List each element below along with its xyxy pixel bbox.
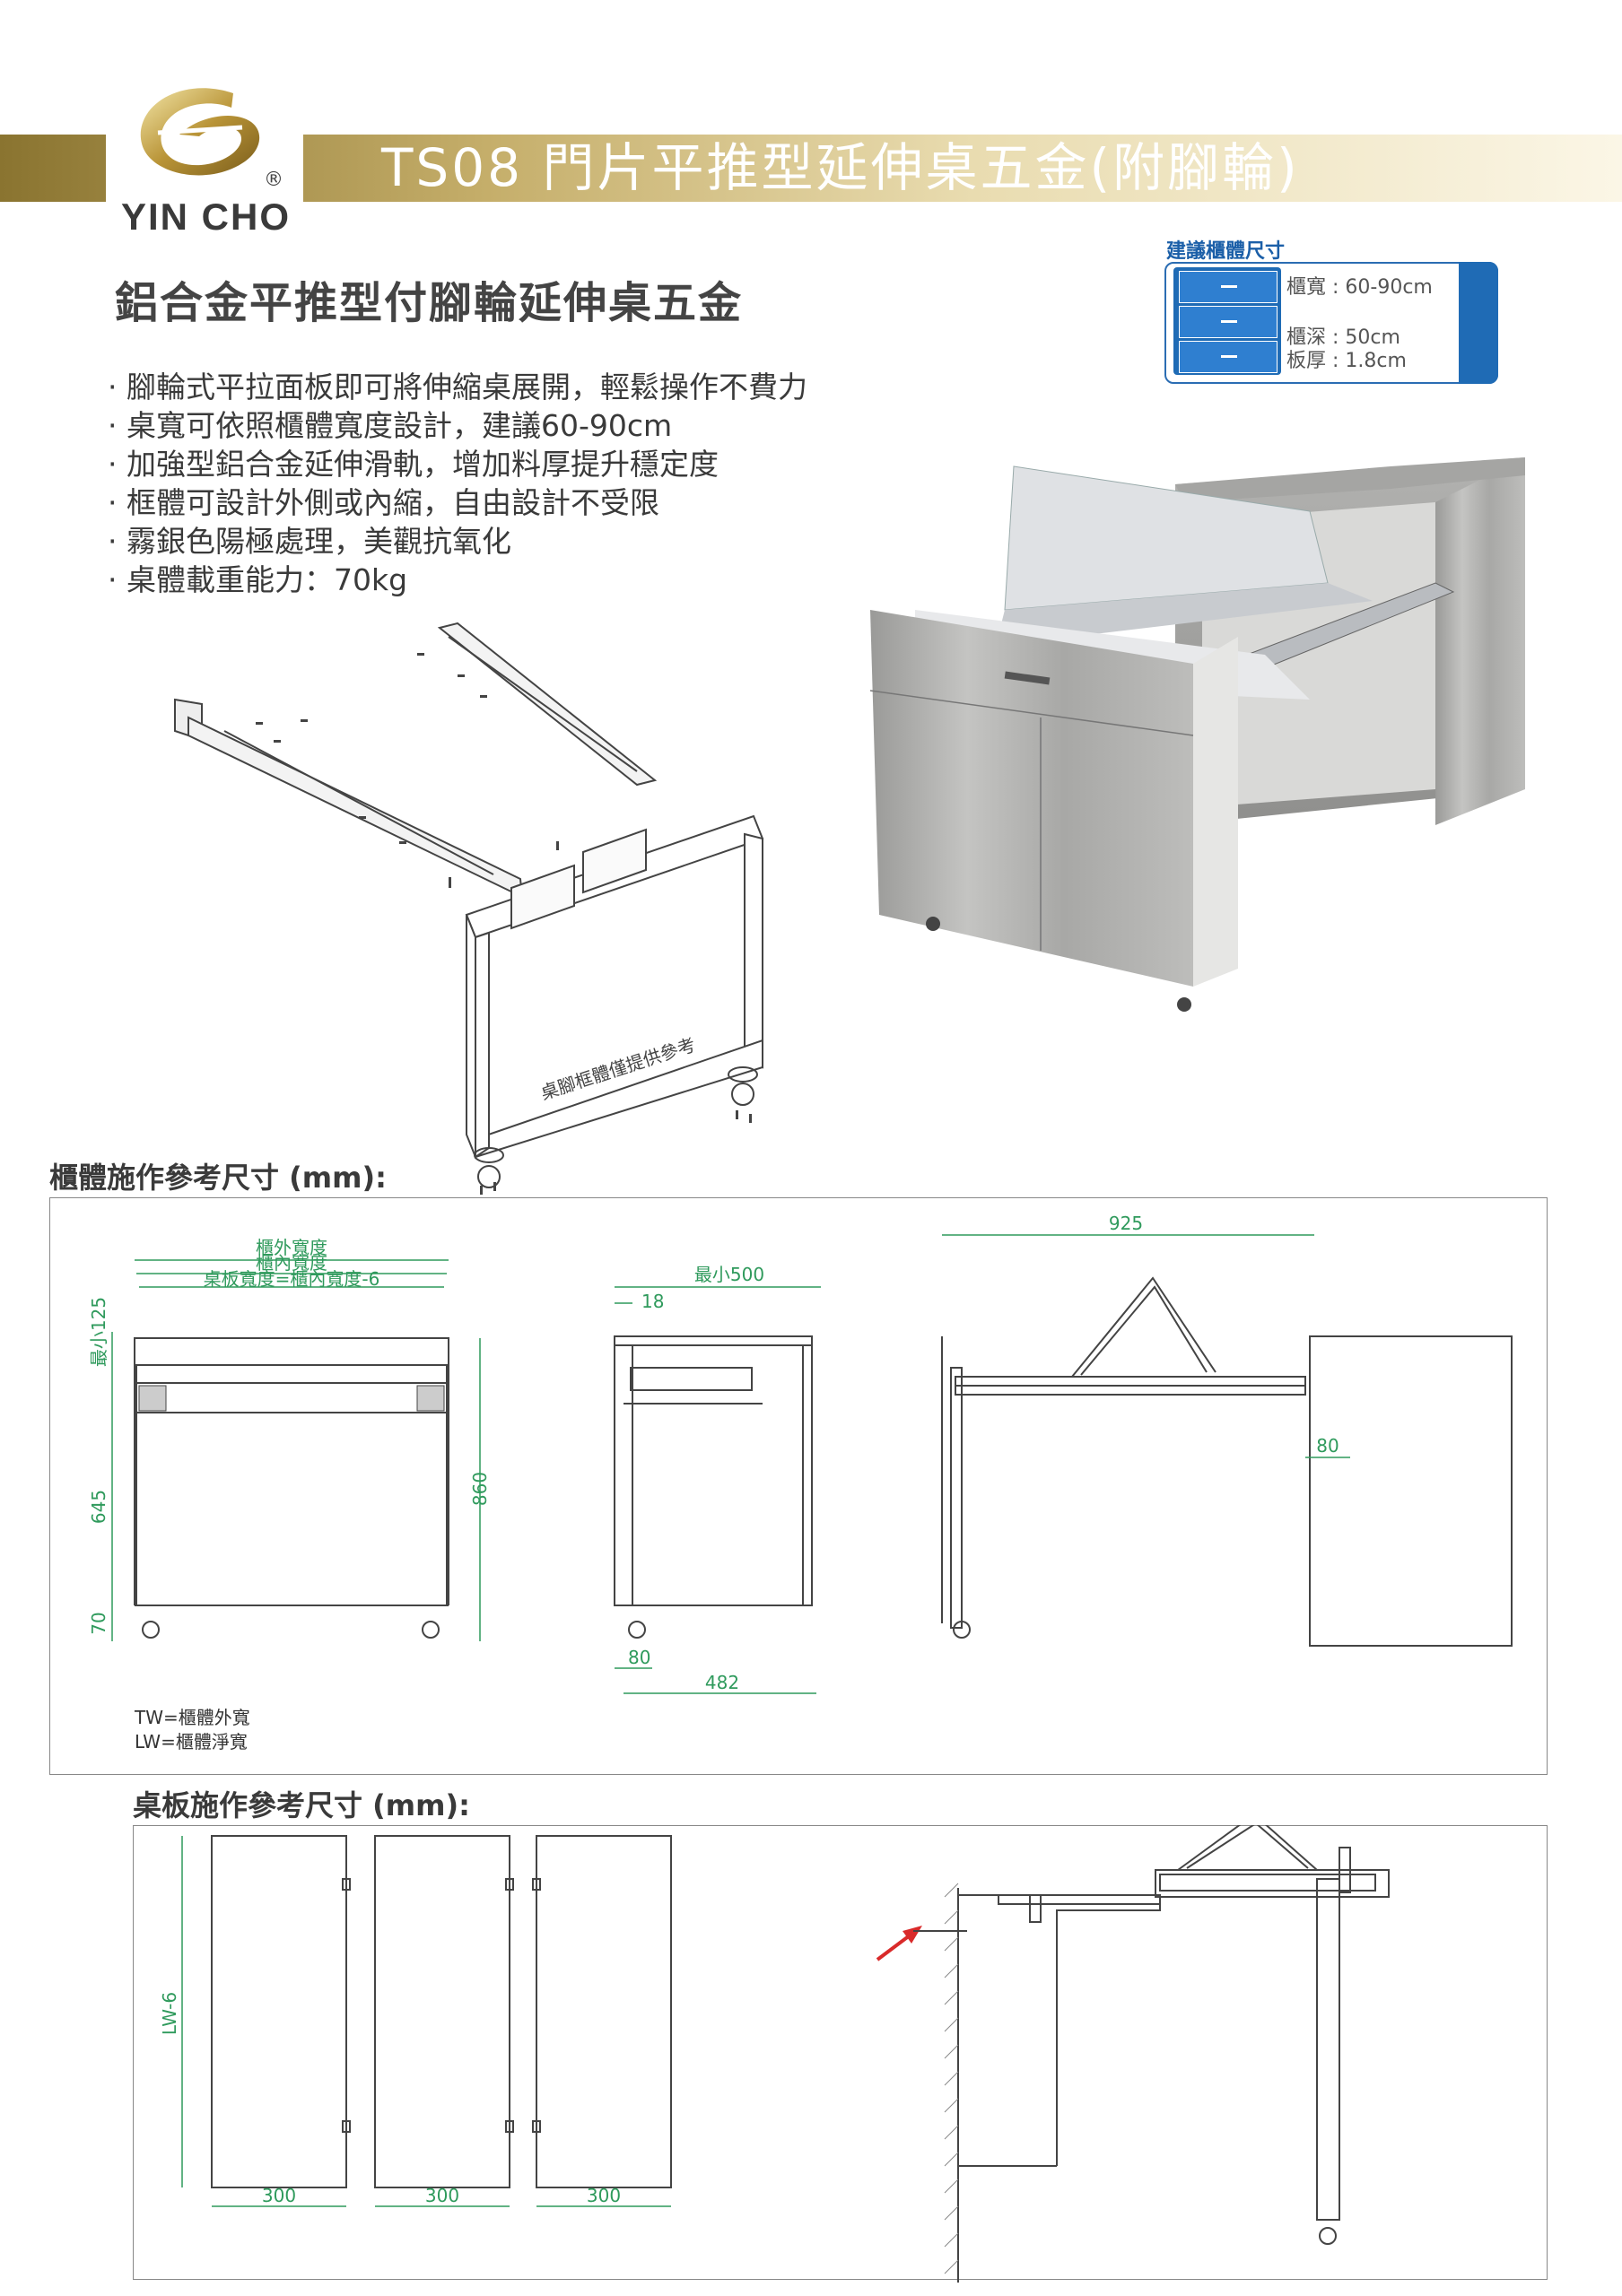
cabinet-dimension-drawings: 櫃外寬度 櫃內寬度 桌板寬度=櫃內寬度-6 最小125 645 70 860 最…	[88, 1213, 1513, 1694]
feature-item: · 桌寬可依照櫃體寬度設計，建議60-90cm	[108, 408, 673, 443]
feature-item: · 框體可設計外側或內縮，自由設計不受限	[108, 485, 659, 520]
front-h860: 860	[469, 1472, 491, 1506]
registered-mark: ®	[264, 169, 283, 191]
feature-item: · 加強型鋁合金延伸滑軌，增加料厚提升穩定度	[108, 447, 719, 482]
board-width-3: 300	[587, 2185, 621, 2206]
anchor-arrow-icon	[876, 1926, 967, 1961]
feature-item: · 腳輪式平拉面板即可將伸縮桌展開，輕鬆操作不費力	[108, 370, 807, 404]
front-h70: 70	[88, 1612, 109, 1634]
page-title: TS08 門片平推型延伸桌五金(附腳輪)	[381, 137, 1300, 198]
board-width-2: 300	[425, 2185, 459, 2206]
board-section-title: 桌板施作參考尺寸 (mm):	[133, 1788, 470, 1822]
front-inner-width: 櫃內寬度	[256, 1252, 327, 1274]
front-outer-width: 櫃外寬度	[256, 1237, 327, 1258]
side-min500: 最小500	[694, 1264, 764, 1285]
board-dimension-frame	[133, 1825, 1548, 2280]
exploded-hardware-diagram: 桌腳框體僅提供參考	[174, 622, 764, 1195]
cabinet-dimension-frame	[49, 1197, 1548, 1775]
front-h645: 645	[88, 1490, 109, 1524]
spec-width: 櫃寬 : 60-90cm	[1286, 276, 1433, 299]
cabinet-icon	[1173, 267, 1281, 375]
side-d18: 18	[641, 1291, 664, 1312]
spec-title: 建議櫃體尺寸	[1166, 240, 1286, 263]
extended-d80: 80	[1316, 1435, 1339, 1457]
brand-name: YIN CHO	[121, 196, 292, 238]
side-d80: 80	[628, 1647, 650, 1668]
dimension-legend: TW=櫃體外寬 LW=櫃體淨寬	[135, 1706, 250, 1754]
product-subtitle: 鋁合金平推型付腳輪延伸桌五金	[115, 278, 744, 328]
legend-tw: TW=櫃體外寬	[135, 1707, 250, 1728]
board-width-1: 300	[262, 2185, 296, 2206]
front-board-width: 桌板寬度=櫃內寬度-6	[204, 1268, 380, 1290]
product-photo	[869, 457, 1525, 1012]
feature-item: · 霧銀色陽極處理，美觀抗氧化	[108, 524, 511, 559]
board-dimension-drawings: LW-6 300 300 300	[159, 1825, 1390, 2283]
feature-item: · 桌體載重能力：70kg	[108, 562, 408, 597]
cabinet-section-title: 櫃體施作參考尺寸 (mm):	[49, 1161, 387, 1195]
feature-list: · 腳輪式平拉面板即可將伸縮桌展開，輕鬆操作不費力 · 桌寬可依照櫃體寬度設計，…	[108, 368, 807, 599]
front-min125: 最小125	[88, 1297, 109, 1367]
extended-d925: 925	[1109, 1213, 1143, 1234]
side-d482: 482	[705, 1672, 739, 1693]
spec-depth: 櫃深 : 50cm	[1286, 326, 1400, 349]
spec-accent	[1459, 262, 1498, 384]
legend-lw: LW=櫃體淨寬	[135, 1731, 248, 1752]
spec-thickness: 板厚 : 1.8cm	[1286, 350, 1407, 372]
spec-box: 櫃寬 : 60-90cm 櫃深 : 50cm 板厚 : 1.8cm	[1164, 262, 1498, 384]
yin-cho-logo-icon	[140, 88, 260, 176]
board-height-label: LW-6	[159, 1992, 180, 2035]
